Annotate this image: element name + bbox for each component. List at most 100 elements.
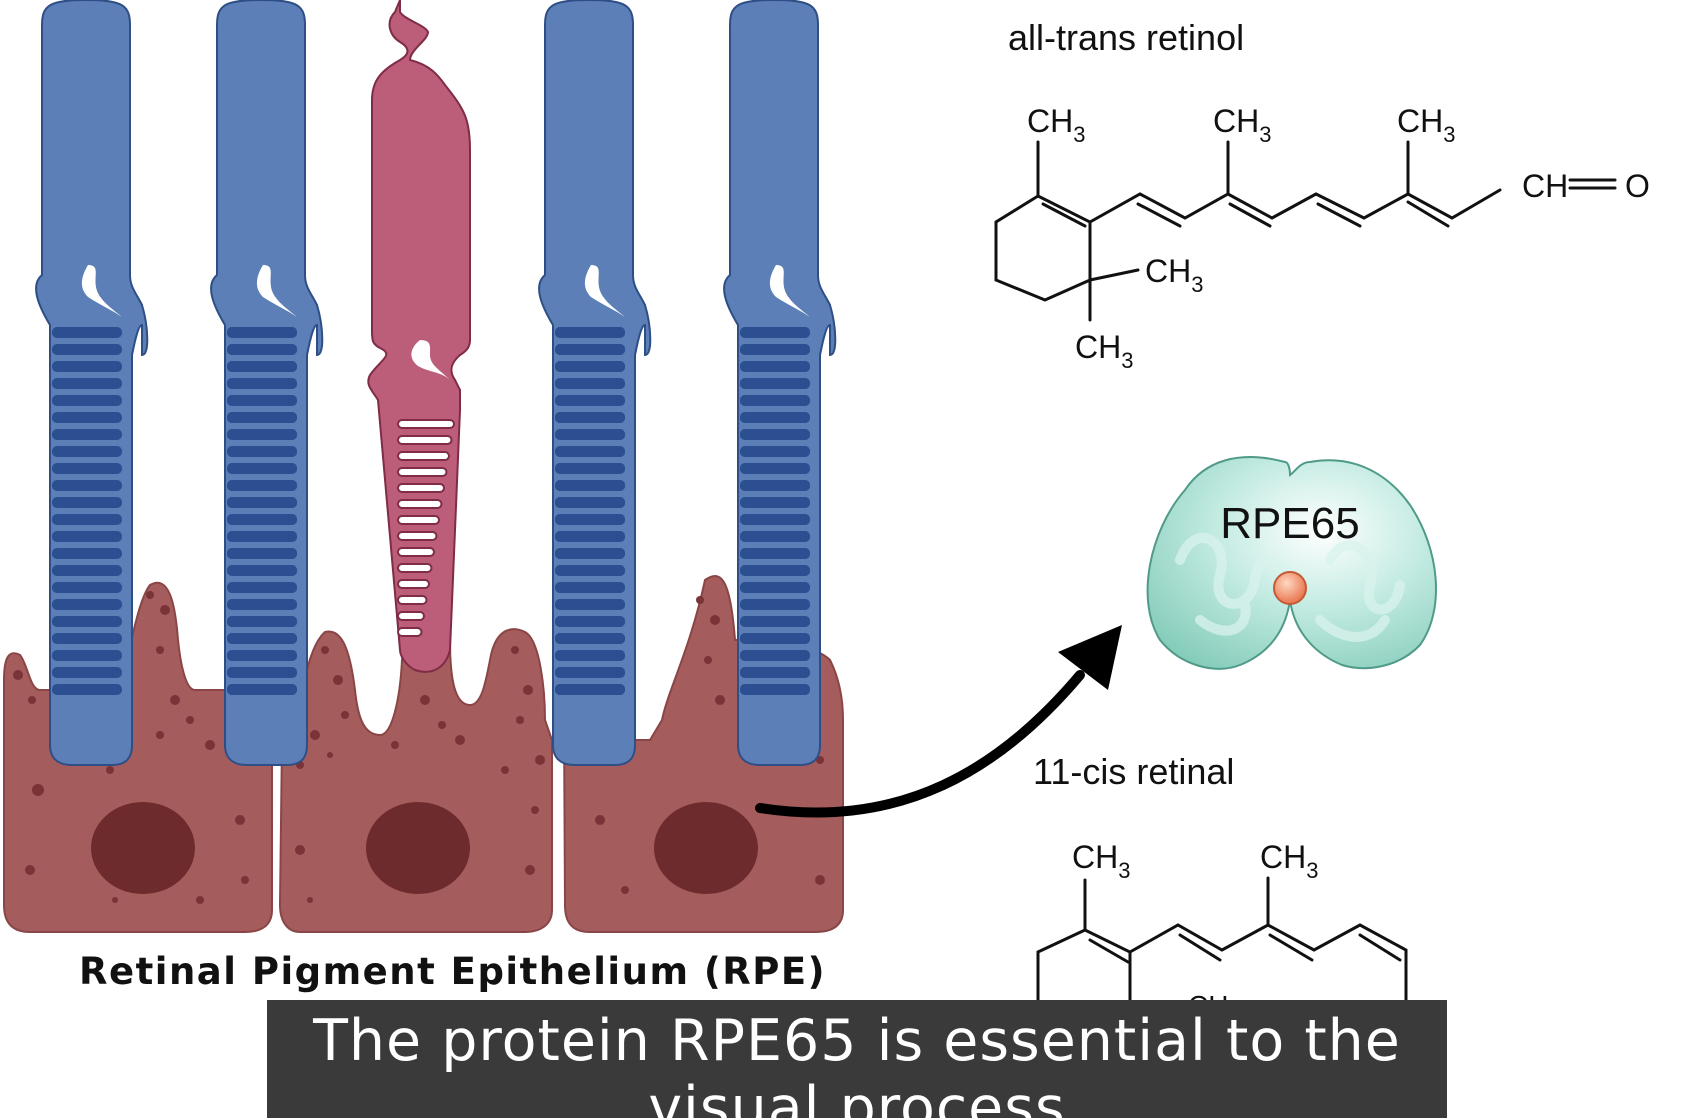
rod-disc: [740, 599, 810, 610]
rod-disc: [52, 429, 122, 440]
rod-disc: [555, 361, 625, 372]
rod-disc: [227, 327, 297, 338]
rod-disc: [227, 463, 297, 474]
nucleus-3: [654, 802, 758, 894]
cone-disc: [397, 483, 445, 493]
rod-disc: [555, 514, 625, 525]
rpe-label: Retinal Pigment Epithelium (RPE): [79, 950, 826, 993]
rod-disc: [227, 429, 297, 440]
eleven-cis-retinal-label: 11-cis retinal: [1033, 751, 1234, 792]
rod-disc: [555, 344, 625, 355]
rod-disc: [52, 463, 122, 474]
rod-disc: [555, 480, 625, 491]
rod-disc: [555, 565, 625, 576]
rod-disc: [555, 463, 625, 474]
cone-disc: [397, 435, 453, 445]
rod-disc: [227, 599, 297, 610]
rod-disc: [227, 684, 297, 695]
svg-text:CH3: CH3: [1260, 839, 1318, 883]
eleven-cis-retinal-structure: [1036, 876, 1408, 1012]
cone-disc: [397, 419, 455, 429]
rod-disc: [52, 565, 122, 576]
rod-disc: [555, 412, 625, 423]
rod-disc: [555, 650, 625, 661]
svg-text:CH3: CH3: [1145, 253, 1203, 297]
rod-disc: [52, 531, 122, 542]
rod-disc: [740, 582, 810, 593]
rod-disc: [52, 548, 122, 559]
rod-photoreceptors: [35, 0, 149, 766]
rod-disc: [227, 650, 297, 661]
rod-disc: [52, 395, 122, 406]
rod-disc: [555, 327, 625, 338]
rod-disc: [740, 378, 810, 389]
rod-disc: [227, 667, 297, 678]
rod-disc: [740, 667, 810, 678]
curved-arrow-icon: [755, 625, 1122, 818]
ch3-label: CH: [1027, 103, 1073, 139]
cone-disc: [397, 547, 435, 557]
rod-disc: [52, 378, 122, 389]
all-trans-retinol-structure: [994, 140, 1617, 322]
rod-disc: [740, 548, 810, 559]
rod-disc: [227, 565, 297, 576]
rod-disc: [227, 361, 297, 372]
rpe65-enzyme: RPE65: [1146, 456, 1437, 670]
cone-disc: [397, 499, 443, 509]
rod-disc: [555, 684, 625, 695]
rod-disc: [52, 361, 122, 372]
rod-disc: [555, 497, 625, 508]
rod-disc: [555, 633, 625, 644]
rod-disc: [740, 446, 810, 457]
aldehyde-o-label: O: [1625, 168, 1650, 204]
rod-cell-4: [723, 0, 837, 766]
rod-disc: [227, 514, 297, 525]
rod-disc: [555, 548, 625, 559]
rod-disc: [227, 412, 297, 423]
rod-disc: [52, 684, 122, 695]
rod-disc: [740, 650, 810, 661]
rod-disc: [555, 599, 625, 610]
rod-disc: [52, 344, 122, 355]
svg-text:CH3: CH3: [1075, 329, 1133, 373]
rod-disc: [555, 429, 625, 440]
rod-disc: [227, 446, 297, 457]
cone-disc: [397, 531, 438, 541]
rod-disc: [52, 446, 122, 457]
rod-disc: [740, 616, 810, 627]
svg-text:CH3: CH3: [1027, 103, 1085, 147]
rod-disc: [740, 684, 810, 695]
rod-cell-3: [538, 0, 652, 766]
rod-disc: [740, 463, 810, 474]
rod-disc: [740, 412, 810, 423]
rod-disc: [740, 531, 810, 542]
active-site-icon: [1273, 571, 1307, 605]
rod-disc: [227, 378, 297, 389]
rod-disc: [52, 497, 122, 508]
cone-disc: [397, 467, 448, 477]
rod-disc: [555, 667, 625, 678]
rod-disc: [227, 616, 297, 627]
rod-disc: [555, 446, 625, 457]
rod-disc: [52, 667, 122, 678]
cone-disc: [397, 611, 425, 621]
rod-disc: [227, 395, 297, 406]
rod-disc: [740, 395, 810, 406]
rod-disc: [555, 531, 625, 542]
rod-disc: [227, 480, 297, 491]
rod-disc: [227, 531, 297, 542]
rod-disc: [52, 616, 122, 627]
rpe-nuclei: [91, 802, 758, 894]
rod-disc: [555, 395, 625, 406]
rod-disc: [740, 429, 810, 440]
all-trans-retinol-atoms: CH3 CH3 CH3 CH3 CH3 CH O: [1027, 103, 1650, 373]
rod-disc: [52, 412, 122, 423]
rod-disc: [740, 565, 810, 576]
rod-disc: [555, 378, 625, 389]
rod-disc: [555, 582, 625, 593]
rod-disc: [740, 497, 810, 508]
rod-disc: [227, 582, 297, 593]
svg-text:CH3: CH3: [1072, 839, 1130, 883]
rod-disc: [52, 514, 122, 525]
